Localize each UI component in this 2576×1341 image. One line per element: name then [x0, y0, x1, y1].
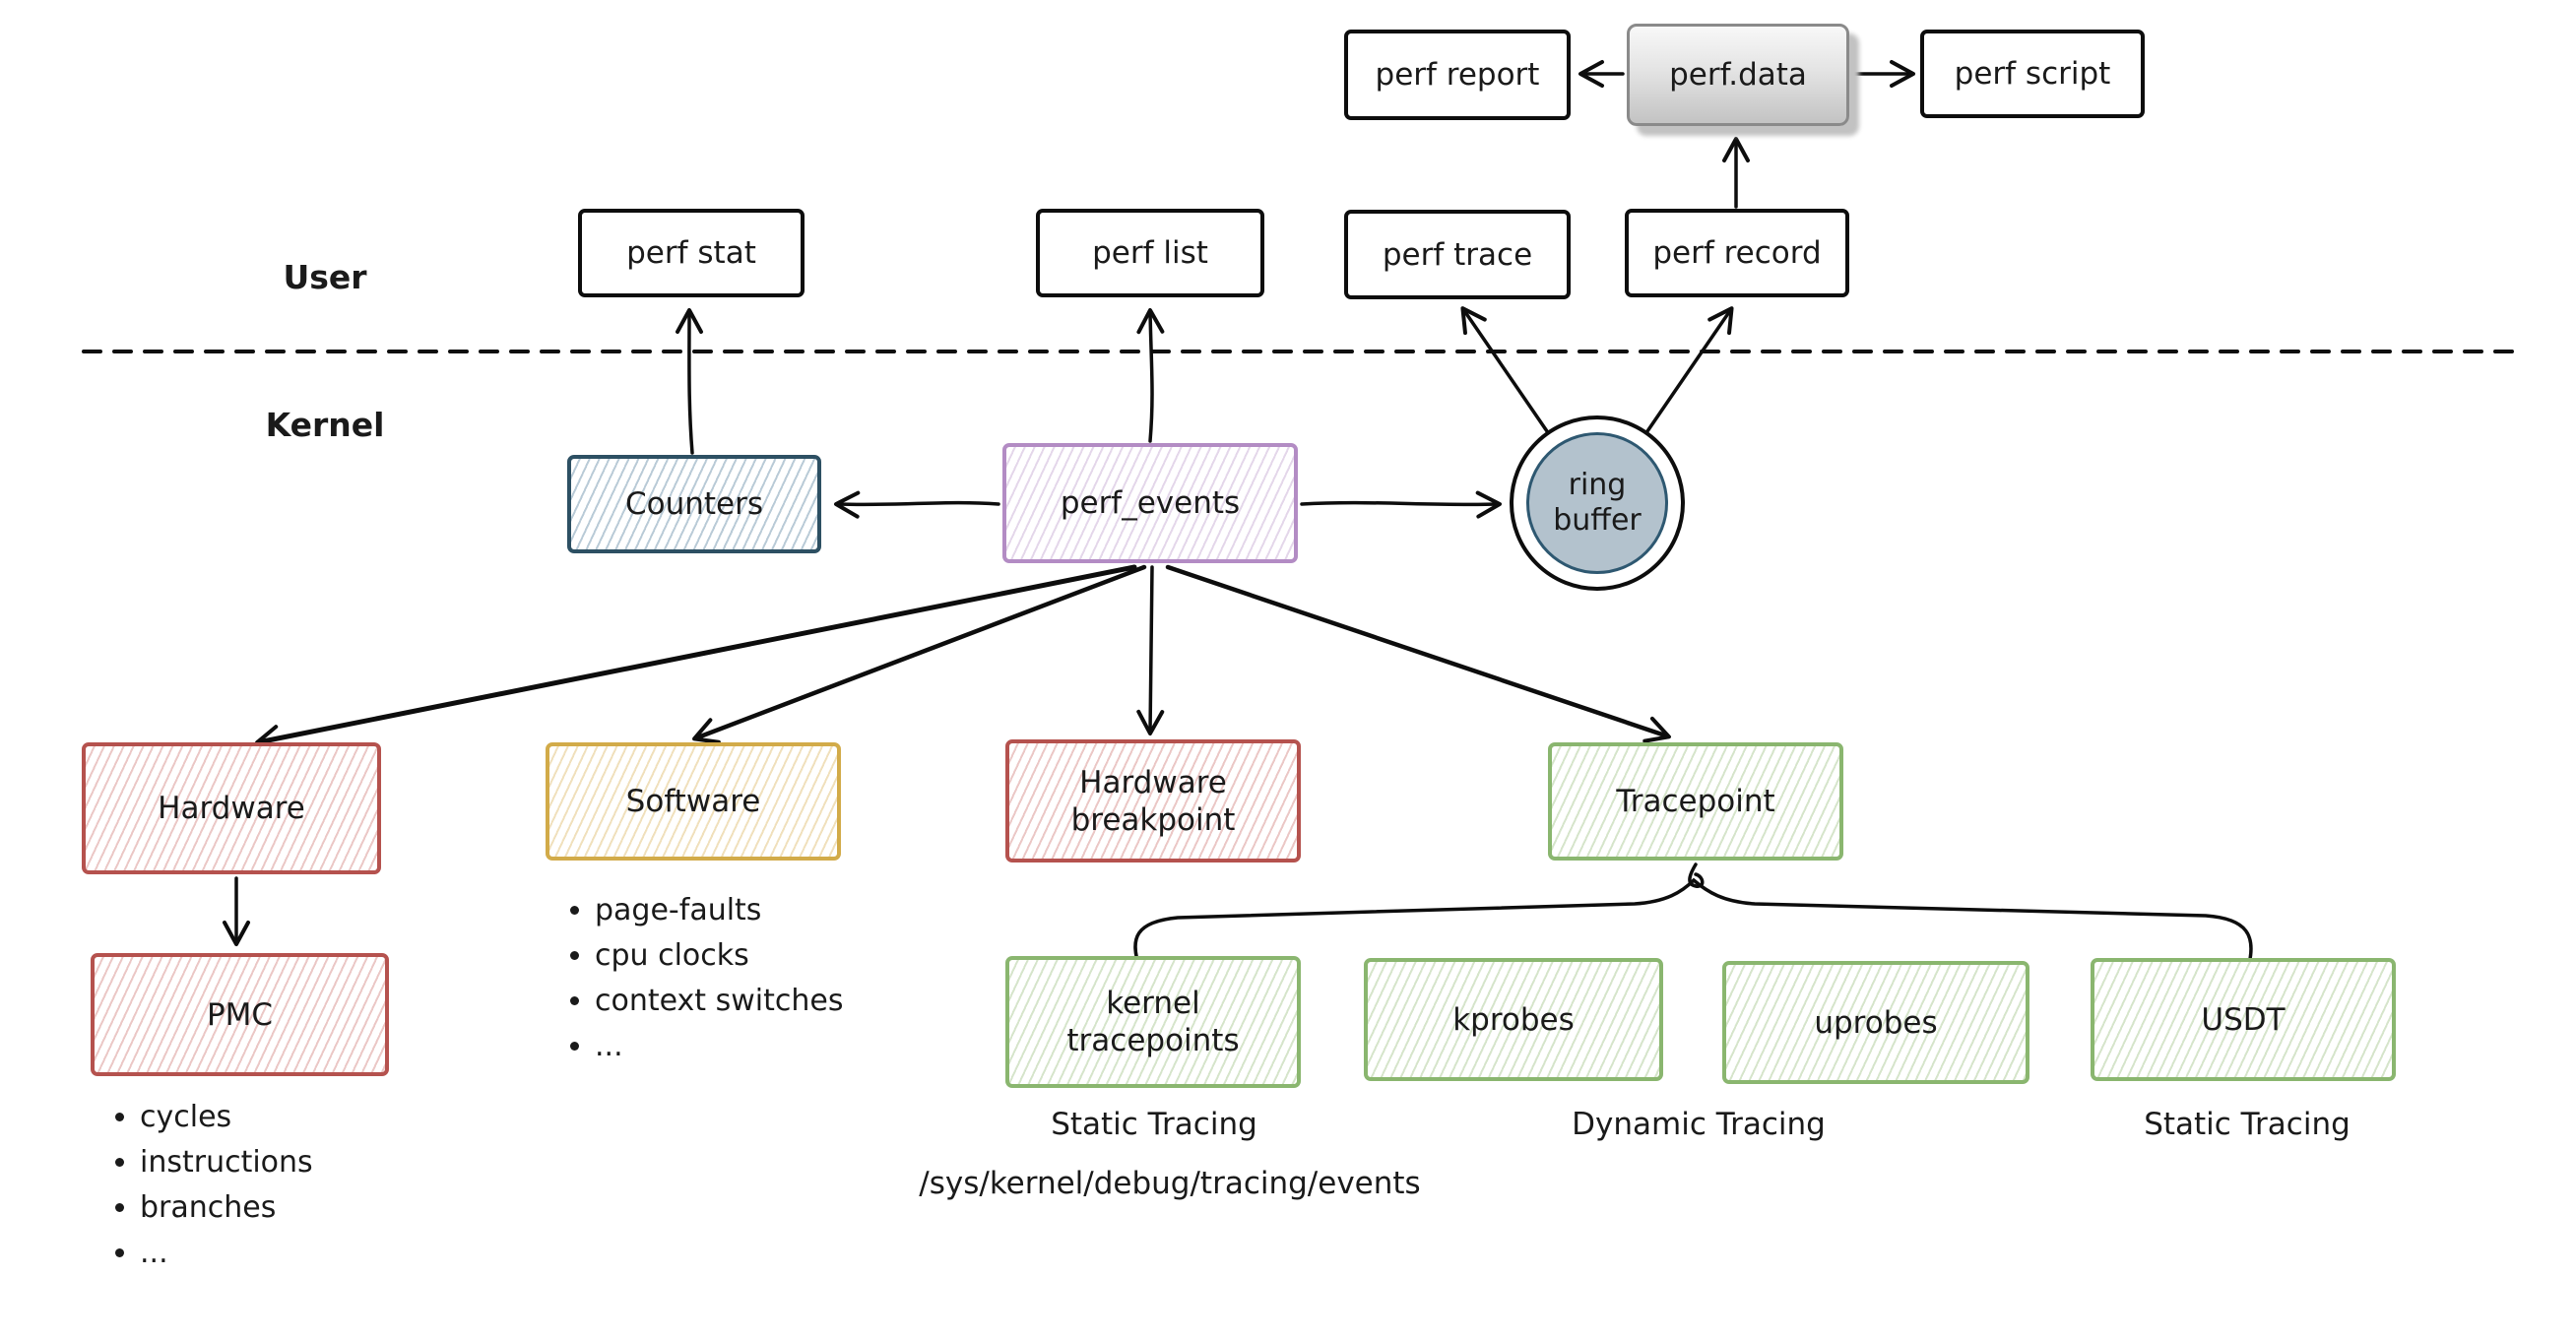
node-software: Software [546, 742, 841, 861]
software-events-list: page-faults cpu clocks context switches … [553, 888, 843, 1069]
arrow-perf-events-to-hardware [255, 564, 1137, 752]
pmc-events-list: cycles instructions branches ... [98, 1095, 313, 1276]
dynamic-tracing-caption: Dynamic Tracing [1572, 1107, 1826, 1142]
node-perf-list: perf list [1036, 209, 1264, 297]
arrow-ring-buffer-to-perf-trace [1460, 306, 1549, 433]
static-tracing-right-caption: Static Tracing [2144, 1107, 2351, 1142]
node-hardware: Hardware [82, 742, 381, 874]
node-perf-data-file: perf.data [1627, 24, 1849, 126]
node-uprobes: uprobes [1722, 961, 2029, 1084]
node-usdt: USDT [2091, 958, 2396, 1081]
node-kprobes: kprobes [1364, 958, 1663, 1081]
list-item: page-faults [595, 888, 843, 933]
node-perf-events: perf_events [1002, 443, 1298, 563]
node-tracepoint: Tracepoint [1548, 742, 1843, 861]
node-kernel-tracepoints: kernel tracepoints [1005, 956, 1301, 1088]
list-item: ... [595, 1024, 843, 1069]
tracing-events-path-caption: /sys/kernel/debug/tracing/events [919, 1166, 1421, 1201]
node-ring-buffer: ring buffer [1526, 432, 1668, 574]
node-perf-record: perf record [1625, 209, 1849, 297]
node-hardware-breakpoint: Hardware breakpoint [1005, 739, 1301, 862]
tracepoint-brace-stem [1688, 862, 1705, 888]
arrow-perf-events-to-perf-list [1136, 308, 1165, 443]
node-perf-trace: perf trace [1344, 210, 1571, 299]
tracepoint-children-brace [1133, 877, 2253, 972]
kernel-space-label: Kernel [265, 406, 385, 444]
arrow-perf-events-to-hw-breakpoint [1136, 565, 1165, 735]
node-pmc: PMC [91, 953, 389, 1076]
list-item: context switches [595, 979, 843, 1024]
arrow-perf-events-to-software [692, 564, 1147, 744]
arrow-perf-events-to-tracepoint [1165, 564, 1671, 743]
arrow-counters-to-perf-stat [675, 308, 703, 455]
node-perf-report: perf report [1344, 30, 1571, 120]
arrow-perf-events-to-ring-buffer [1300, 490, 1502, 519]
static-tracing-left-caption: Static Tracing [1051, 1107, 1257, 1142]
list-item: cycles [140, 1095, 313, 1140]
user-space-label: User [283, 258, 367, 296]
list-item: ... [140, 1231, 313, 1276]
node-perf-script: perf script [1920, 30, 2145, 118]
list-item: cpu clocks [595, 933, 843, 979]
arrow-perf-events-to-counters [834, 490, 1000, 519]
node-counters: Counters [567, 455, 821, 553]
arrow-ring-buffer-to-perf-record [1645, 306, 1734, 433]
list-item: branches [140, 1185, 313, 1231]
list-item: instructions [140, 1140, 313, 1185]
node-perf-stat: perf stat [578, 209, 805, 297]
